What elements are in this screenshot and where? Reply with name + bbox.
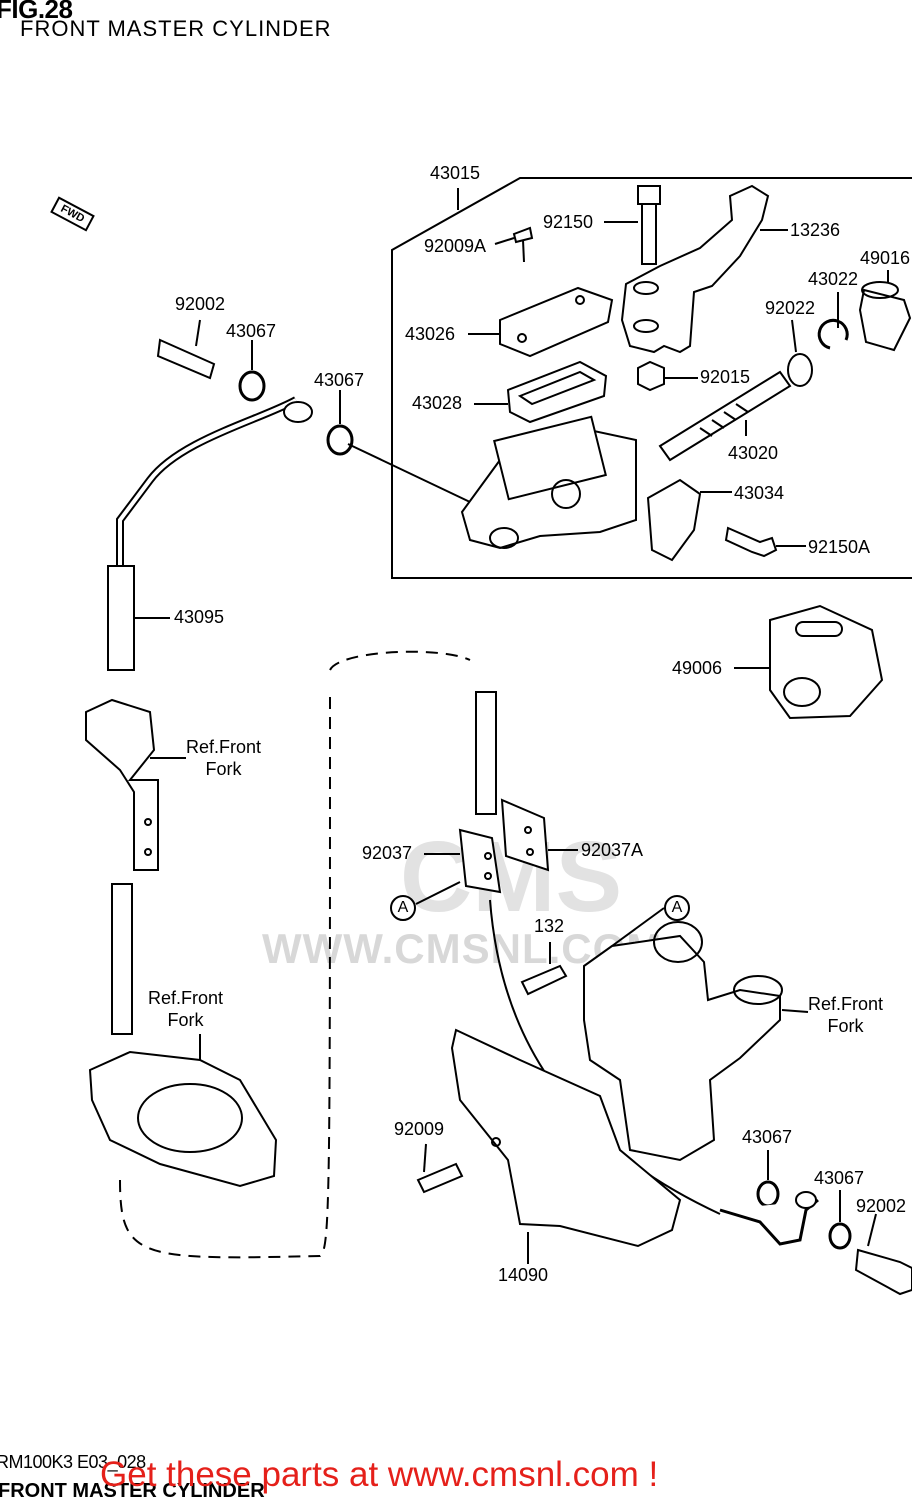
- diaphragm-43028: [506, 360, 608, 424]
- part-label-43067-b: 43067: [314, 370, 365, 390]
- part-label-92037: 92037: [362, 843, 413, 863]
- ref-front-fork-lower: Ref.Front Fork: [148, 988, 224, 1030]
- callout-a-left: A: [390, 895, 416, 921]
- figure-title: FRONT MASTER CYLINDER: [20, 16, 332, 41]
- screw-92009A: [512, 226, 534, 244]
- part-label-92002-bottom: 92002: [856, 1196, 907, 1216]
- part-label-43022: 43022: [808, 269, 859, 289]
- footer-title: FRONT MASTER CYLINDER: [0, 1480, 265, 1502]
- ref-front-fork-upper: Ref.Front Fork: [186, 737, 262, 779]
- bolt-132: [520, 964, 568, 996]
- hose-guide-upper: [85, 698, 159, 871]
- cover-14090: [450, 1028, 682, 1248]
- part-label-43067-d: 43067: [814, 1168, 865, 1188]
- part-label-92015: 92015: [700, 367, 751, 387]
- routing-dashed-line: [119, 650, 471, 1259]
- part-label-92022: 92022: [765, 298, 816, 318]
- washer-43067-a: [238, 370, 266, 402]
- boot-49016: [858, 288, 912, 352]
- part-label-43015: 43015: [430, 163, 481, 183]
- part-label-14090: 14090: [498, 1265, 549, 1285]
- lower-cylinder-assembly: [583, 934, 781, 1162]
- banjo-bolt-92002-top: [156, 338, 216, 380]
- hose-segment-middle: [475, 691, 497, 815]
- clamp-43034: [646, 478, 702, 562]
- washer-43067-d: [828, 1222, 852, 1250]
- nut-92015: [637, 360, 665, 392]
- part-label-43067-a: 43067: [226, 321, 277, 341]
- part-label-92150A: 92150A: [808, 537, 871, 557]
- hose-guide-lower: [88, 1050, 278, 1188]
- diagram-code: RM100K3 E03_028: [0, 1452, 146, 1472]
- ref-front-fork-right: Ref.Front Fork: [808, 994, 884, 1036]
- clamp-92037A: [500, 798, 550, 872]
- washer-43067-b: [326, 424, 354, 456]
- cap-43026: [499, 286, 614, 358]
- part-label-43028: 43028: [412, 393, 463, 413]
- hose-segment-lower: [111, 883, 133, 1035]
- washer-92022: [787, 353, 813, 387]
- part-label-49006: 49006: [672, 658, 723, 678]
- screw-92009: [416, 1162, 464, 1194]
- promo-link[interactable]: Get these parts at www.cmsnl.com !: [100, 1455, 659, 1494]
- part-label-92009A: 92009A: [424, 236, 487, 256]
- part-label-43067-c: 43067: [742, 1127, 793, 1147]
- figure-number: FIG.28: [0, 0, 73, 24]
- washer-43067-c: [756, 1180, 780, 1208]
- part-label-13236: 13236: [790, 220, 841, 240]
- part-label-43026: 43026: [405, 324, 456, 344]
- banjo-bolt-92002-bottom: [854, 1248, 912, 1296]
- bolt-92150A: [724, 526, 778, 558]
- piston-kit-43020: [658, 370, 792, 462]
- circlip-43022: [817, 318, 849, 350]
- part-label-43095: 43095: [174, 607, 225, 627]
- pivot-bolt-92150: [637, 185, 661, 205]
- part-label-92150: 92150: [543, 212, 594, 232]
- part-label-43020: 43020: [728, 443, 779, 463]
- part-label-49016: 49016: [860, 248, 911, 268]
- assembly-bracket-43015: [391, 177, 912, 579]
- part-label-92009: 92009: [394, 1119, 445, 1139]
- lever-13236: [620, 184, 770, 354]
- callout-a-right: A: [664, 895, 690, 921]
- part-label-43034: 43034: [734, 483, 785, 503]
- part-label-132: 132: [534, 916, 565, 936]
- part-label-92002-top: 92002: [175, 294, 226, 314]
- part-label-92037A: 92037A: [581, 840, 644, 860]
- clamp-92037: [458, 828, 502, 894]
